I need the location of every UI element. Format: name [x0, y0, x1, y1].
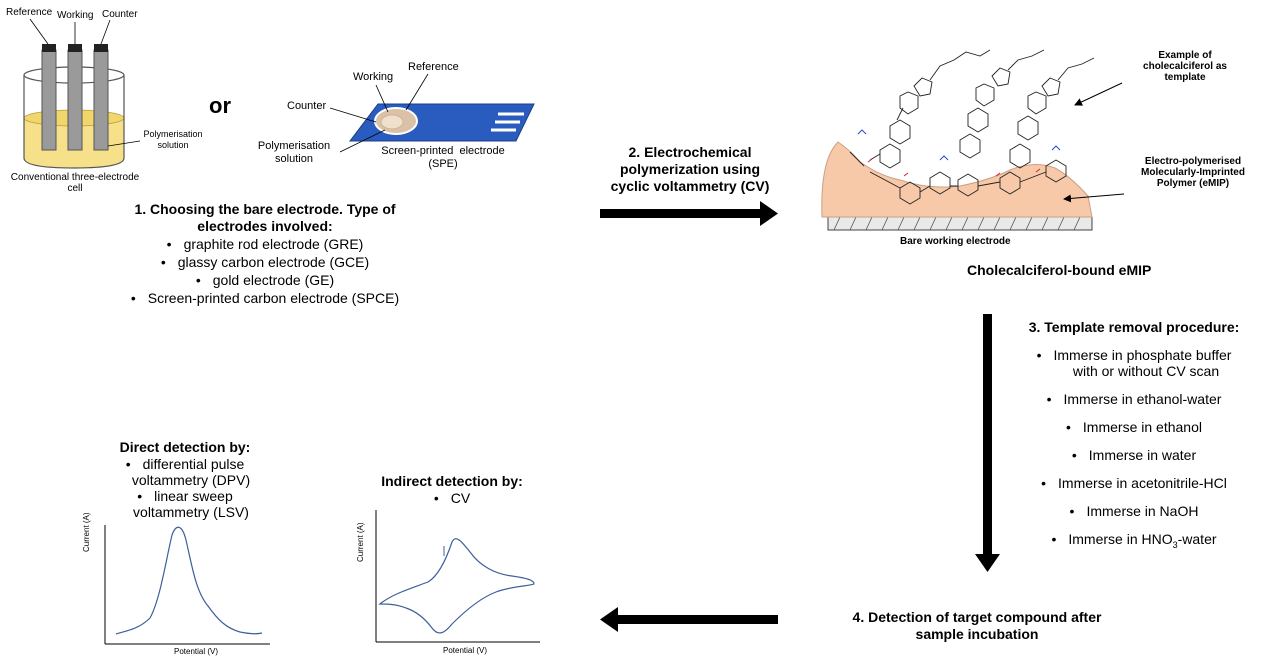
bare-electrode-label: Bare working electrode: [900, 236, 1011, 247]
screen-printed-electrode: [329, 73, 535, 153]
step1-item: gold electrode (GE): [100, 271, 430, 289]
cell-solution-line1: Polymerisation: [143, 129, 203, 139]
step2-line1: 2. Electrochemical: [628, 144, 752, 160]
step1-item: graphite rod electrode (GRE): [100, 235, 430, 253]
spe-reference-label: Reference: [408, 61, 459, 73]
arrow-step3: [975, 314, 1000, 572]
reference-electrode: [41, 44, 57, 151]
cell-working-label: Working: [57, 10, 94, 21]
step3-item: Immerse in acetonitrile-HCl: [1000, 474, 1262, 492]
step2-line3: cyclic voltammetry (CV): [610, 178, 770, 194]
spe-caption-line2: (SPE): [428, 158, 458, 170]
template-example-label: Example of cholecalciferol as template: [1130, 50, 1240, 83]
step3-item: Immerse in phosphate buffer with or with…: [1000, 347, 1262, 379]
emip-caption: Cholecalciferol-bound eMIP: [967, 262, 1152, 278]
step3-item: Immerse in ethanol-water: [1000, 390, 1262, 408]
step1-title-line2: electrodes involved:: [197, 218, 333, 234]
template-example-line1: Example of: [1158, 50, 1212, 61]
cell-caption: Conventional three-electrode cell: [0, 172, 150, 194]
emip-polymer-line3: Polymer (eMIP): [1156, 178, 1230, 189]
step4-line2: sample incubation: [915, 626, 1039, 642]
direct-item1-line2: voltammetry (DPV): [131, 472, 251, 488]
emip-polymer-layer: [821, 141, 1093, 218]
spe-solution-line2: solution: [275, 153, 313, 165]
dpv-plot: [104, 525, 270, 645]
functional-group-marks: [857, 129, 1061, 177]
spe-caption: Screen-printed electrode (SPE): [368, 145, 518, 171]
template-example-line2: cholecalciferol as: [1143, 61, 1227, 72]
step3-item-hno3: Immerse in HNO3-water: [1000, 530, 1262, 554]
direct-detection-block: Direct detection by: differential pulse …: [95, 439, 275, 520]
dpv-curve: [115, 526, 263, 635]
step1-title-line1: 1. Choosing the bare electrode. Type of: [134, 201, 396, 217]
hno3-prefix: Immerse in HNO: [1068, 531, 1173, 547]
indirect-detection-block: Indirect detection by: CV: [362, 473, 542, 506]
step3-item: Immerse in ethanol: [1000, 418, 1262, 436]
arrow-step4: [600, 607, 778, 632]
step3-item-line2: with or without CV scan: [1072, 363, 1220, 379]
three-electrode-cell: [23, 18, 141, 169]
spe-counter-label: Counter: [287, 100, 327, 112]
dpv-xlabel: Potential (V): [174, 647, 219, 656]
cell-solution-line2: solution: [157, 140, 189, 150]
counter-electrode: [93, 44, 109, 151]
cv-curve: [378, 538, 535, 634]
hno3-suffix: -water: [1177, 531, 1217, 547]
hno3-subscript: 3: [1172, 539, 1178, 550]
emip-polymer-label: Electro-polymerised Molecularly-Imprinte…: [1130, 156, 1256, 189]
cell-reference-label: Reference: [6, 7, 53, 18]
cv-ylabel: Current (A): [356, 522, 365, 562]
dpv-ylabel: Current (A): [82, 512, 91, 552]
step3-item-line1: Immerse in phosphate buffer: [1000, 347, 1262, 363]
direct-item1-line1: differential pulse: [95, 456, 275, 472]
step1-block: 1. Choosing the bare electrode. Type of …: [100, 201, 430, 307]
indirect-item1: CV: [362, 490, 542, 506]
direct-item2-line1: linear sweep: [95, 488, 275, 504]
cell-caption-line2: cell: [67, 183, 83, 194]
working-electrode: [67, 44, 83, 151]
cell-solution-label: Polymerisation solution: [138, 129, 208, 151]
spe-solution-line1: Polymerisation: [257, 140, 331, 152]
step4-line1: 4. Detection of target compound after: [852, 609, 1102, 625]
indirect-title: Indirect detection by:: [381, 473, 523, 489]
spe-solution-label: Polymerisation solution: [250, 140, 338, 166]
cv-xlabel: Potential (V): [443, 646, 488, 655]
arrow-step2: [600, 201, 778, 226]
emip-polymer-line2: Molecularly-Imprinted: [1141, 167, 1245, 178]
step4-block: 4. Detection of target compound after sa…: [812, 609, 1142, 643]
bare-electrode-plate: [827, 216, 1093, 231]
step3-item: Immerse in NaOH: [1000, 502, 1262, 520]
spe-working-label: Working: [353, 71, 394, 83]
emip-schematic: [821, 49, 1125, 231]
spe-caption-line1: Screen-printed electrode: [381, 145, 505, 157]
template-example-line3: template: [1164, 72, 1206, 83]
emip-polymer-line1: Electro-polymerised: [1144, 156, 1242, 167]
cell-counter-label: Counter: [102, 9, 138, 20]
or-text: or: [209, 93, 231, 118]
step2-line2: polymerization using: [619, 161, 760, 177]
step1-item: Screen-printed carbon electrode (SPCE): [100, 289, 430, 307]
step2-block: 2. Electrochemical polymerization using …: [590, 144, 790, 195]
step3-title: 3. Template removal procedure:: [1028, 319, 1240, 335]
direct-title: Direct detection by:: [119, 439, 251, 455]
cell-caption-line1: Conventional three-electrode: [10, 172, 140, 183]
step3-list: Immerse in phosphate buffer with or with…: [1000, 347, 1262, 554]
step1-item: glassy carbon electrode (GCE): [100, 253, 430, 271]
cv-plot: [375, 510, 540, 643]
step3-item: Immerse in water: [1000, 446, 1262, 464]
direct-item2-line2: voltammetry (LSV): [133, 504, 249, 520]
cholecalciferol-molecules: [849, 49, 1095, 205]
